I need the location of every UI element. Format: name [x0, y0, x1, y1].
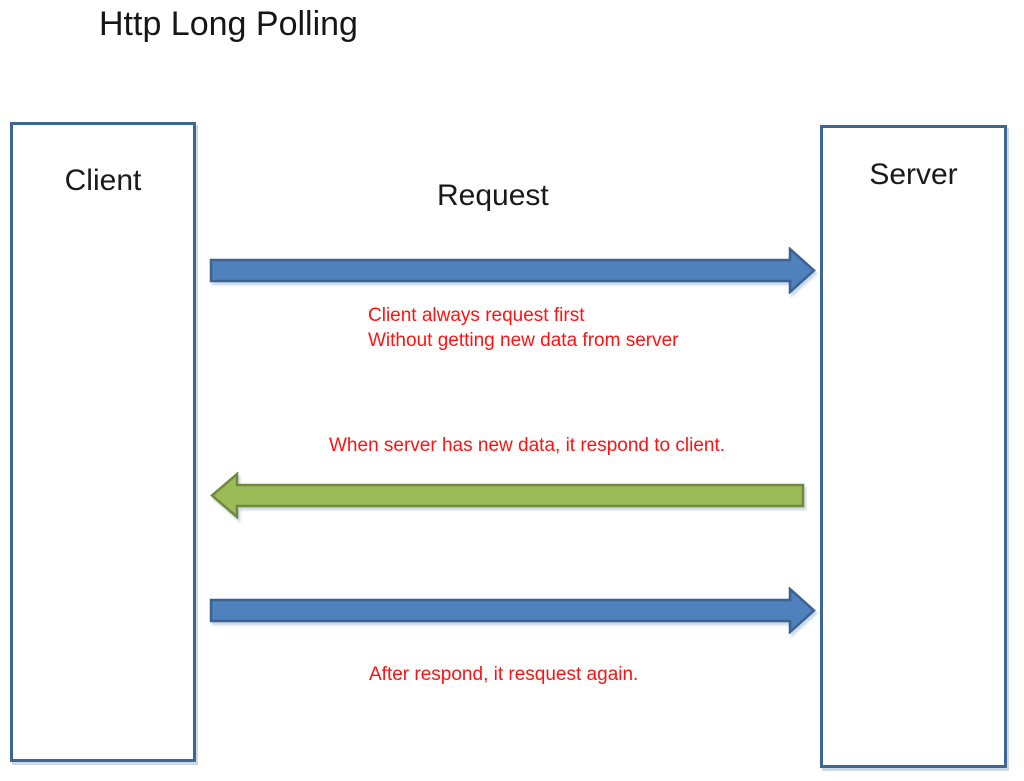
client-box: Client [10, 122, 196, 762]
client-label: Client [64, 164, 142, 197]
request-arrow-top [209, 247, 816, 294]
note-first-request-line-2: Without getting new data from server [368, 330, 679, 351]
note-server-response: When server has new data, it respond to … [329, 435, 726, 456]
request-label: Request [437, 179, 549, 212]
note-first-request-line-1: Client always request first [368, 305, 585, 326]
response-arrow [210, 472, 805, 519]
server-box: Server [820, 125, 1007, 768]
response-arrow-shape [210, 472, 805, 519]
request-arrow-bottom-shape [209, 587, 816, 634]
server-label: Server [869, 158, 958, 191]
request-arrow-bottom [209, 587, 816, 634]
request-arrow-top-shape [209, 247, 816, 294]
diagram-title: Http Long Polling [99, 5, 358, 43]
note-request-again: After respond, it resquest again. [369, 664, 639, 685]
note-first-request: Client always request first Without gett… [368, 303, 678, 353]
